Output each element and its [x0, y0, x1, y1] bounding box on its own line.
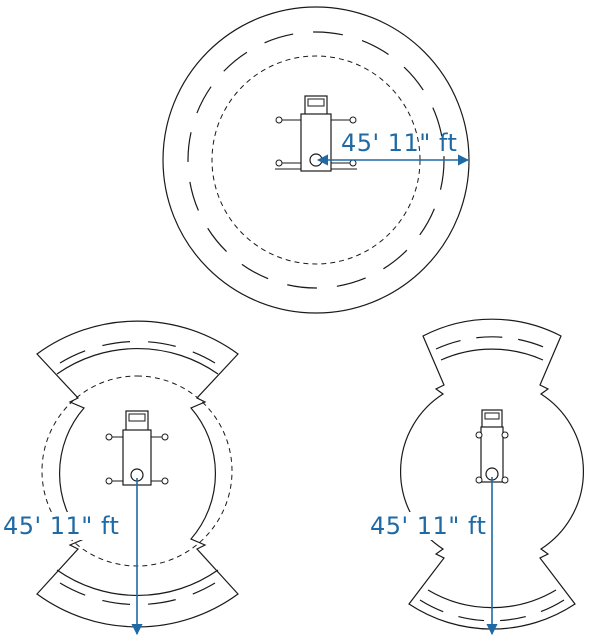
lane-dashes-bowtie-right [435, 336, 549, 350]
outer-sweep-bowtie-left [36, 320, 239, 628]
inner-sweep-bowtie-right [440, 348, 544, 361]
diagram-bowtie-right [399, 318, 585, 636]
radius-label-top: 45' 11" ft [341, 129, 458, 157]
inner-sweep-bowtie-left [56, 347, 219, 375]
radius-label-right: 45' 11" ft [369, 512, 488, 540]
outer-sweep-bowtie-right [399, 318, 585, 630]
truck-icon [475, 409, 509, 484]
diagram-bowtie-left [36, 320, 239, 636]
lane-dashes-bowtie-left [59, 340, 216, 364]
diagram-circle [162, 6, 470, 314]
radius-label-left: 45' 11" ft [2, 512, 121, 540]
